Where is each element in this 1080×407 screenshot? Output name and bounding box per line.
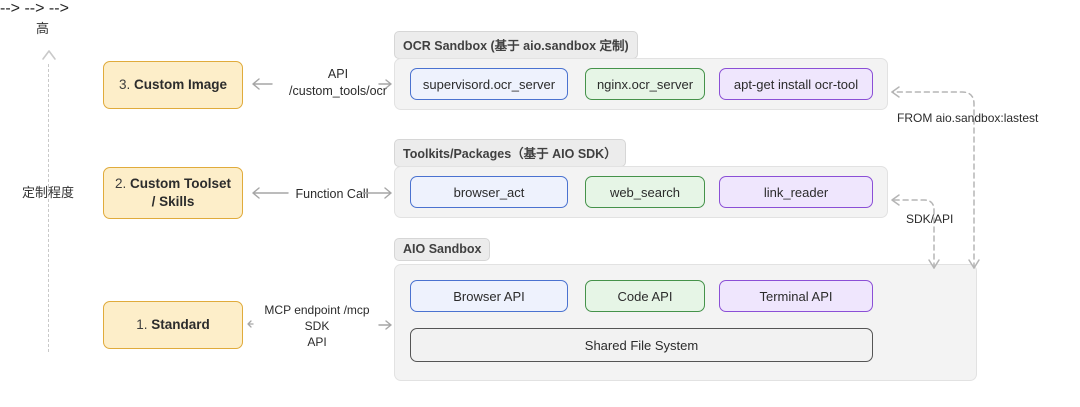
chip-supervisord-ocr-server[interactable]: supervisord.ocr_server (410, 68, 568, 100)
axis-side-label: 定制程度 (22, 185, 75, 200)
stage-number: 3. (118, 76, 131, 92)
chip-shared-file-system[interactable]: Shared File System (410, 328, 873, 362)
stage-name: Custom Image (134, 76, 228, 92)
axis-top-label: 高 (36, 21, 50, 36)
connector-line1: Function Call (295, 187, 369, 201)
connector-line3: API (307, 335, 327, 350)
arrow-left-custom-image (250, 77, 274, 91)
connector-label-standard: MCP endpoint /mcp SDK API (258, 302, 376, 351)
arrow-left-standard (245, 318, 255, 330)
axis-up-arrow (40, 50, 58, 66)
annotation-sdk-api: SDK/API (906, 212, 954, 226)
chip-apt-get-install-ocr-tool[interactable]: apt-get install ocr-tool (719, 68, 873, 100)
chip-nginx-ocr-server[interactable]: nginx.ocr_server (585, 68, 705, 100)
chip-code-api[interactable]: Code API (585, 280, 705, 312)
arrow-right-standard (378, 318, 394, 332)
chip-browser-api[interactable]: Browser API (410, 280, 568, 312)
group-label-toolkits-packages: Toolkits/Packages（基于 AIO SDK） (394, 139, 626, 167)
arrow-left-toolset (250, 186, 290, 200)
chip-link-reader[interactable]: link_reader (719, 176, 873, 208)
arrow-sdk-api (880, 186, 944, 270)
annotation-from-aio-sandbox-image: FROM aio.sandbox:lastest (897, 111, 1039, 125)
stage-number: 1. (136, 316, 148, 332)
stage-name-line2: / Skills (151, 194, 195, 209)
stage-name: Standard (151, 316, 210, 332)
connector-label-toolset: Function Call (292, 186, 372, 203)
connector-label-custom-image: API /custom_tools/ocr (278, 66, 398, 100)
stage-box-custom-image[interactable]: 3. Custom Image (103, 61, 243, 109)
stage-name: Custom Toolset (130, 175, 232, 191)
arrow-from-aio-sandbox-image (880, 78, 984, 270)
chip-browser-act[interactable]: browser_act (410, 176, 568, 208)
axis-dashed-line (48, 64, 49, 352)
arrow-right-toolset (362, 186, 394, 200)
connector-line2: /custom_tools/ocr (289, 83, 387, 98)
connector-line1: API (327, 67, 349, 81)
chip-terminal-api[interactable]: Terminal API (719, 280, 873, 312)
group-label-aio-sandbox: AIO Sandbox (394, 238, 491, 261)
stage-number: 2. (114, 175, 127, 191)
arrow-right-custom-image (378, 77, 394, 91)
group-label-ocr-sandbox: OCR Sandbox (基于 aio.sandbox 定制) (394, 31, 638, 59)
chip-web-search[interactable]: web_search (585, 176, 705, 208)
stage-box-custom-toolset[interactable]: 2. Custom Toolset / Skills (103, 167, 243, 219)
stage-box-standard[interactable]: 1. Standard (103, 301, 243, 349)
connector-line1: MCP endpoint /mcp (264, 303, 370, 317)
connector-line2: SDK (304, 319, 330, 334)
